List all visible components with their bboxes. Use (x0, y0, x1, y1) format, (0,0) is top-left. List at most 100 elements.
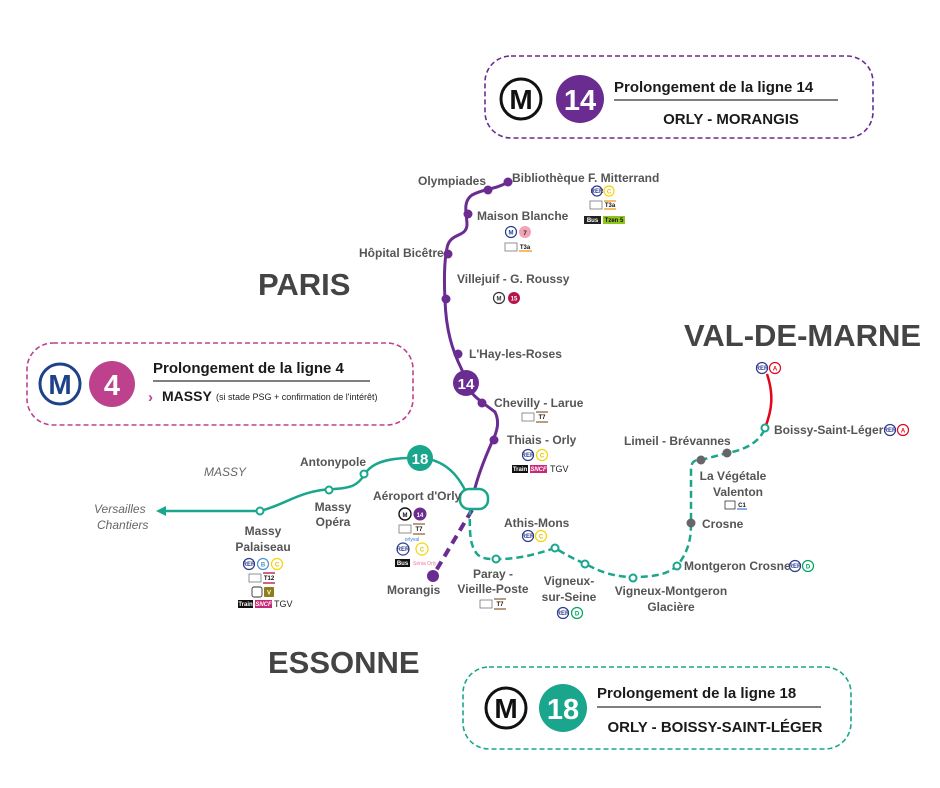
line-18-badge: 18 (539, 684, 587, 732)
station-dot-hopital-bicetre[interactable] (443, 249, 453, 259)
station-dot-vigneux[interactable] (580, 559, 590, 569)
t7-icon: T7 (494, 598, 506, 610)
legend-box-border (462, 666, 852, 750)
train-station-icon (251, 586, 263, 598)
svg-text:T12: T12 (264, 576, 275, 582)
bus-icon: Bus (584, 216, 601, 224)
arrow-left-icon (156, 506, 166, 516)
station-dot-chevilly[interactable] (477, 398, 487, 408)
rer-a-icon: A (896, 423, 910, 437)
metro-icon: M (398, 507, 412, 521)
station-label-chevilly: Chevilly - Larue (494, 396, 584, 410)
train-icon: Train (512, 465, 528, 473)
line-14-extension-path (432, 508, 474, 576)
svg-text:14: 14 (417, 513, 424, 519)
station-dot-vegetale[interactable] (696, 455, 706, 465)
station-label-thiais: Thiais - Orly (507, 433, 577, 447)
region-label-paris: PARIS (258, 267, 350, 302)
station-dot-paray[interactable] (491, 554, 501, 564)
station-dot-vigneux-montgeron[interactable] (628, 573, 638, 583)
station-label-olympiades: Olympiades (418, 174, 486, 188)
svg-text:Bus: Bus (397, 561, 409, 567)
svg-text:RER: RER (243, 562, 256, 568)
legend-box-line-14: M 14 Prolongement de la ligne 14 ORLY - … (484, 55, 874, 139)
station-dot-thiais[interactable] (489, 435, 499, 445)
station-dot-antonypole[interactable] (359, 469, 369, 479)
rer-a-path (763, 373, 773, 429)
station-label-limeil: Limeil - Brévannes (624, 434, 731, 448)
svg-text:4: 4 (104, 370, 120, 402)
station-label-massy-opera-1: Massy (315, 500, 352, 514)
station-dot-villejuif[interactable] (441, 294, 451, 304)
rer-icon: RER (396, 542, 410, 556)
station-label-vigneux-2: sur-Seine (542, 590, 597, 604)
rer-d-icon: D (570, 606, 584, 620)
svg-text:7: 7 (523, 231, 527, 237)
svg-text:M: M (403, 513, 408, 519)
station-dot-crosne[interactable] (686, 518, 696, 528)
metro-logo-icon: M (499, 77, 543, 121)
line-14-marker: 14 (453, 370, 479, 396)
svg-text:M: M (509, 231, 514, 237)
legend-box-border (26, 342, 414, 426)
station-dot-olympiades[interactable] (483, 185, 493, 195)
legend-subtitle-line-14: ORLY - MORANGIS (663, 111, 799, 128)
connections-maison-blanche: M 7 T3a (504, 225, 532, 252)
station-dot-massy-opera[interactable] (324, 485, 334, 495)
rer-icon: RER (789, 559, 802, 573)
connections-vegetale: C1 (724, 500, 747, 510)
legend-box-border (484, 55, 874, 139)
station-label-villejuif: Villejuif - G. Roussy (457, 272, 570, 286)
station-label-vigneux-montgeron-2: Glacière (647, 600, 695, 614)
svg-text:B: B (261, 563, 266, 569)
station-label-morangis: Morangis (387, 583, 441, 597)
rer-a-icon: A (768, 361, 782, 375)
metro-icon: M (492, 291, 506, 305)
legend-box-line-18: M 18 Prolongement de la ligne 18 ORLY - … (462, 666, 852, 750)
sinia-orly-label: Sénia Orly (413, 561, 437, 567)
svg-text:M: M (497, 297, 502, 303)
station-dot-hay-les-roses[interactable] (453, 349, 463, 359)
line-18-marker: 18 (407, 445, 433, 471)
station-dot-montgeron-crosne[interactable] (672, 561, 682, 571)
tram-icon (398, 524, 412, 534)
station-dot-athis-mons[interactable] (550, 543, 560, 553)
rer-c-icon: C (535, 448, 549, 462)
connections-montgeron-crosne: RER D (789, 559, 815, 573)
tram-train-v-icon: V (264, 587, 274, 597)
svg-text:RER: RER (591, 189, 604, 195)
legend-box-line-4: M 4 Prolongement de la ligne 4 › MASSY (… (26, 342, 414, 426)
station-dot-massy-palaiseau[interactable] (255, 506, 265, 516)
station-label-hopital-bicetre: Hôpital Bicêtre (359, 246, 444, 260)
svg-text:15: 15 (511, 297, 518, 303)
station-dot-boissy[interactable] (760, 423, 770, 433)
svg-text:A: A (901, 429, 906, 435)
station-dot-maison-blanche[interactable] (463, 209, 473, 219)
station-dot-bibliotheque[interactable] (503, 177, 513, 187)
svg-text:C: C (275, 563, 280, 569)
rer-icon: RER (522, 529, 535, 543)
tram-icon (504, 242, 518, 252)
t3a-icon: T3a (519, 243, 532, 252)
station-label-massy-palaiseau-2: Palaiseau (235, 540, 290, 554)
station-label-maison-blanche: Maison Blanche (477, 209, 569, 223)
connections-aeroport-orly: M 14 T7 orlyval RER C Bus Sénia Orly (395, 507, 437, 567)
svg-text:RER: RER (884, 428, 897, 434)
metro-15-icon: 15 (508, 292, 520, 304)
station-dot-morangis[interactable] (427, 570, 439, 582)
station-dot-limeil[interactable] (722, 448, 732, 458)
connections-vigneux: RER D (557, 606, 584, 620)
svg-text:M: M (509, 84, 532, 115)
station-label-aeroport: Aéroport d'Orly (373, 489, 462, 503)
station-label-paray-2: Vieille-Poste (457, 582, 528, 596)
t12-icon: T12 (263, 572, 275, 584)
place-label-massy: MASSY (204, 465, 247, 479)
svg-text:18: 18 (547, 694, 579, 726)
svg-text:A: A (773, 367, 778, 373)
svg-text:RER: RER (557, 611, 570, 617)
metro-logo-icon: M (38, 362, 82, 406)
rer-icon: RER (591, 185, 604, 197)
rer-c-icon: C (534, 529, 548, 543)
rer-d-icon: D (801, 559, 815, 573)
